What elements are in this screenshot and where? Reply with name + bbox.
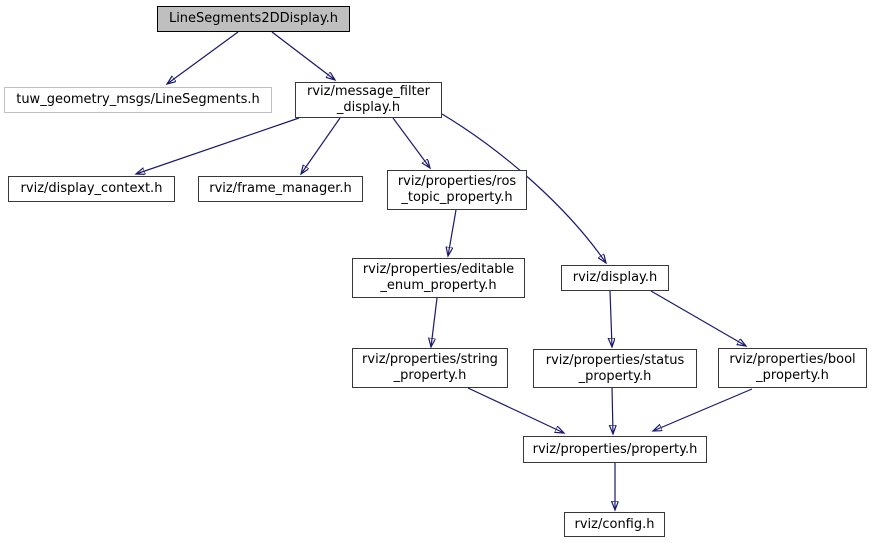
node-rviz-properties-status-property-h[interactable]: rviz/properties/status _property.h [533,349,697,388]
edge-message-filter-to-display-context [136,117,300,174]
edge-message-filter-to-display [441,113,606,263]
node-tuw-geometry-msgs-linesegments-h: tuw_geometry_msgs/LineSegments.h [4,87,272,113]
edge-status-property-to-property [612,386,613,434]
node-rviz-properties-bool-property-h[interactable]: rviz/properties/bool _property.h [718,348,867,388]
edge-message-filter-to-frame-manager [301,117,341,174]
edge-root-to-tuw [167,31,239,84]
edge-string-property-to-property [467,387,564,433]
node-rviz-properties-string-property-h[interactable]: rviz/properties/string _property.h [352,348,508,388]
edge-message-filter-to-ros-topic [392,117,430,168]
node-rviz-properties-ros-topic-property-h[interactable]: rviz/properties/ros _topic_property.h [387,170,527,210]
edge-editable-enum-to-string-property [431,297,438,347]
node-rviz-properties-property-h[interactable]: rviz/properties/property.h [523,436,707,463]
node-rviz-message-filter-display-h[interactable]: rviz/message_filter _display.h [295,82,442,118]
node-linesegments2ddisplay-h: LineSegments2DDisplay.h [157,6,350,32]
node-rviz-display-context-h[interactable]: rviz/display_context.h [8,176,175,202]
edge-display-to-bool-property [650,290,746,346]
edge-ros-topic-to-editable-enum [448,209,457,256]
edge-root-to-message-filter [271,31,335,80]
node-rviz-properties-editable-enum-property-h[interactable]: rviz/properties/editable _enum_property.… [352,258,525,298]
edge-display-to-status-property [610,290,612,347]
node-rviz-display-h[interactable]: rviz/display.h [561,265,669,291]
node-rviz-frame-manager-h[interactable]: rviz/frame_manager.h [198,176,363,202]
node-rviz-config-h[interactable]: rviz/config.h [564,512,665,537]
edge-bool-property-to-property [653,388,753,431]
